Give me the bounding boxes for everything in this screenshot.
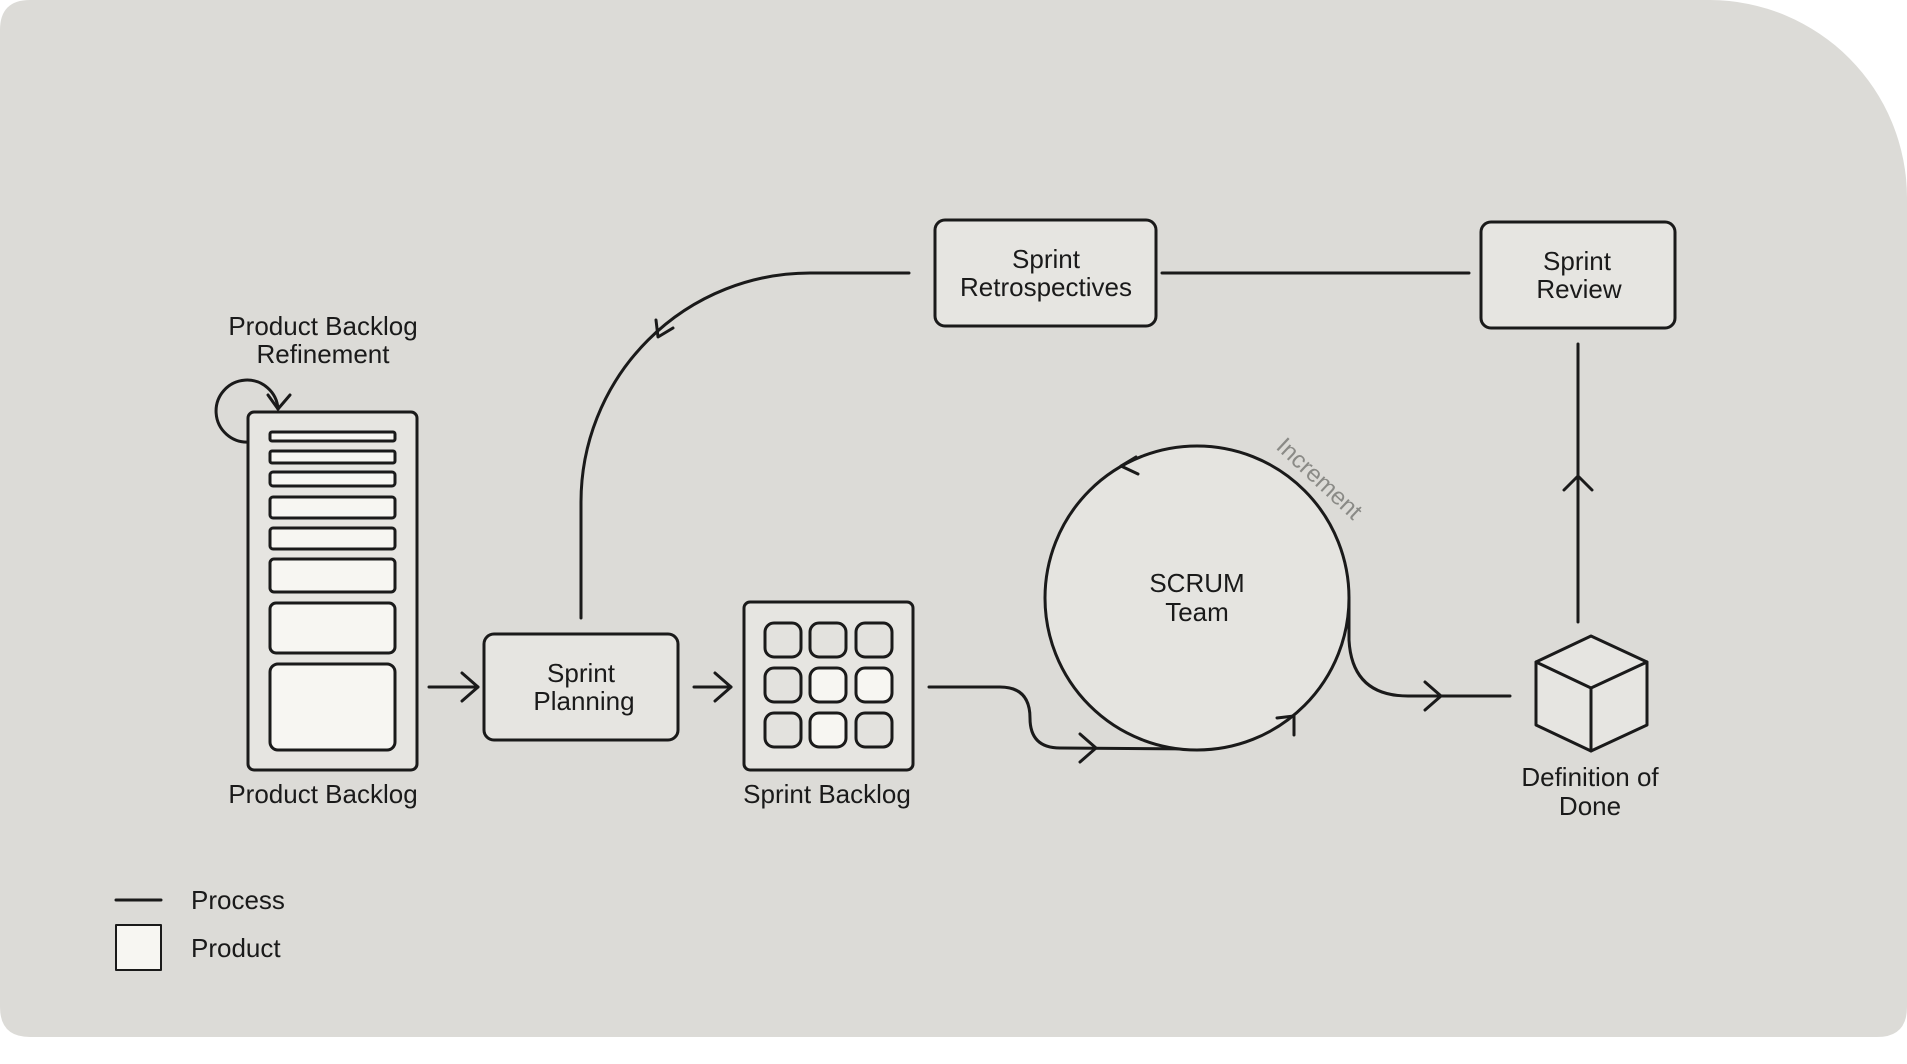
team-arrow-top-icon [1119,455,1140,476]
sprint-retrospectives-label-line1: Sprint [1012,244,1081,274]
sprint-planning-node [482,632,680,742]
scrum-team-label-line2: Team [1165,597,1229,627]
refinement-label-line1: Product Backlog [228,311,417,341]
scrum-team-label-line1: SCRUM [1149,568,1244,598]
product-backlog-label: Product Backlog [228,779,417,809]
sprint-retrospectives-node [933,218,1158,328]
definition-of-done-cube-icon [1534,634,1649,753]
arrow-team-to-done [1347,598,1512,712]
sprint-backlog-icon [742,600,915,772]
arrow-sprint-backlog-to-team [927,685,1202,764]
sprint-planning-label-line1: Sprint [547,658,616,688]
arrow-backlog-to-planning [427,671,480,703]
arrow-planning-to-sprint-backlog [692,671,733,703]
team-arrow-bottom-icon [1275,714,1296,737]
sprint-planning-label-line2: Planning [533,686,634,716]
definition-of-done-label-line2: Done [1559,791,1621,821]
scrum-team-circle [1043,444,1351,752]
background-panel [0,0,1907,1037]
legend-product-label: Product [191,933,281,963]
sprint-review-label-line1: Sprint [1543,246,1612,276]
arrow-done-to-review [1562,342,1594,624]
product-backlog-icon [246,410,419,772]
definition-of-done-label-line1: Definition of [1521,762,1659,792]
refinement-loop-icon [214,378,292,444]
sprint-review-node [1479,220,1677,330]
legend-process-label: Process [191,885,285,915]
sprint-backlog-label: Sprint Backlog [743,779,911,809]
legend-product-swatch [115,924,162,971]
sprint-review-label-line2: Review [1536,274,1621,304]
sprint-retrospectives-label-line2: Retrospectives [960,272,1132,302]
refinement-label-line2: Refinement [257,339,391,369]
arrow-retro-to-planning [579,271,911,620]
